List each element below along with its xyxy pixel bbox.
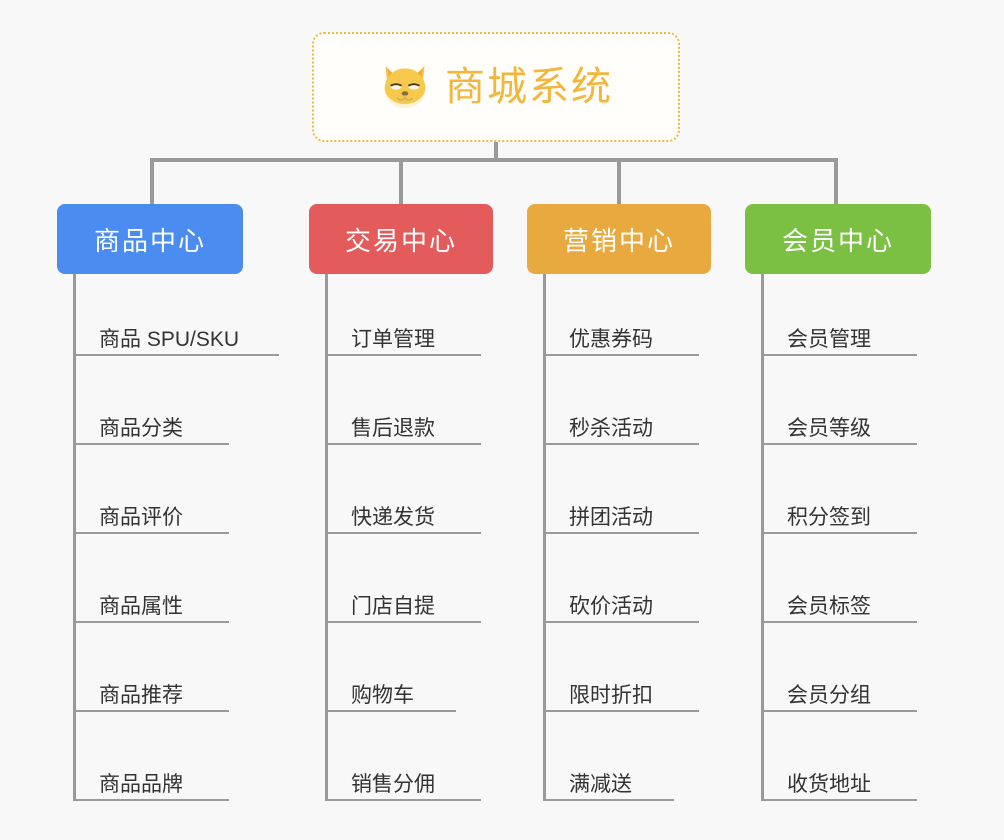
root-node[interactable]: 商城系统 [312,32,680,142]
root-title: 商城系统 [445,65,613,109]
leaf-item-label: 销售分佣 [351,773,435,796]
leaf-item-label: 收货地址 [787,773,871,796]
leaf-item-label: 商品分类 [99,417,183,440]
category-box-4[interactable]: 会员中心 [745,204,931,274]
leaf-item[interactable]: 秒杀活动 [543,418,699,445]
leaf-item-label: 会员标签 [787,595,871,618]
category-label: 营销中心 [562,225,675,256]
root-stem-connector [494,142,498,160]
leaf-item[interactable]: 售后退款 [325,418,481,445]
category-label: 商品中心 [93,225,206,256]
leaf-item[interactable]: 会员等级 [761,418,917,445]
leaf-item-label: 优惠券码 [569,328,653,351]
leaf-item[interactable]: 商品品牌 [73,774,229,801]
leaf-item[interactable]: 优惠券码 [543,329,699,356]
leaf-item-label: 商品 SPU/SKU [99,328,240,351]
horizontal-bus-connector [150,158,838,162]
leaf-item[interactable]: 会员标签 [761,596,917,623]
leaf-item-label: 商品推荐 [99,684,183,707]
category-label: 会员中心 [781,225,894,256]
leaf-item[interactable]: 会员分组 [761,685,917,712]
leaf-item[interactable]: 拼团活动 [543,507,699,534]
category-box-2[interactable]: 交易中心 [309,204,493,274]
leaf-item-label: 限时折扣 [569,684,653,707]
branch-spine-2 [325,274,328,801]
leaf-item[interactable]: 商品属性 [73,596,229,623]
leaf-item-label: 商品评价 [99,506,183,529]
branch-drop-connector-2 [399,158,403,204]
leaf-item[interactable]: 购物车 [325,685,456,712]
leaf-item-label: 门店自提 [351,595,435,618]
branch-drop-connector-1 [150,158,154,204]
leaf-item[interactable]: 砍价活动 [543,596,699,623]
leaf-item-label: 会员管理 [787,328,871,351]
leaf-item[interactable]: 订单管理 [325,329,481,356]
leaf-item-label: 购物车 [351,684,414,707]
leaf-item[interactable]: 门店自提 [325,596,481,623]
leaf-item[interactable]: 会员管理 [761,329,917,356]
branch-spine-3 [543,274,546,801]
leaf-item[interactable]: 商品推荐 [73,685,229,712]
leaf-item-label: 订单管理 [351,328,435,351]
leaf-item[interactable]: 满减送 [543,774,674,801]
category-label: 交易中心 [344,225,457,256]
category-box-1[interactable]: 商品中心 [57,204,243,274]
leaf-item-label: 秒杀活动 [569,417,653,440]
leaf-item[interactable]: 快递发货 [325,507,481,534]
leaf-item[interactable]: 商品分类 [73,418,229,445]
shiba-dog-face-icon [379,61,431,113]
leaf-item-label: 砍价活动 [569,595,653,618]
leaf-item-label: 商品品牌 [99,773,183,796]
branch-drop-connector-4 [834,158,838,204]
leaf-item[interactable]: 收货地址 [761,774,917,801]
leaf-item-label: 会员等级 [787,417,871,440]
category-box-3[interactable]: 营销中心 [527,204,711,274]
leaf-item-label: 售后退款 [351,417,435,440]
leaf-item-label: 商品属性 [99,595,183,618]
leaf-item[interactable]: 限时折扣 [543,685,699,712]
branch-spine-4 [761,274,764,801]
leaf-item-label: 会员分组 [787,684,871,707]
leaf-item-label: 快递发货 [351,506,435,529]
leaf-item[interactable]: 商品评价 [73,507,229,534]
branch-drop-connector-3 [617,158,621,204]
branch-spine-1 [73,274,76,801]
leaf-item-label: 积分签到 [787,506,871,529]
leaf-item[interactable]: 销售分佣 [325,774,481,801]
leaf-item-label: 拼团活动 [569,506,653,529]
leaf-item-label: 满减送 [569,773,632,796]
leaf-item[interactable]: 商品 SPU/SKU [73,329,279,356]
leaf-item[interactable]: 积分签到 [761,507,917,534]
